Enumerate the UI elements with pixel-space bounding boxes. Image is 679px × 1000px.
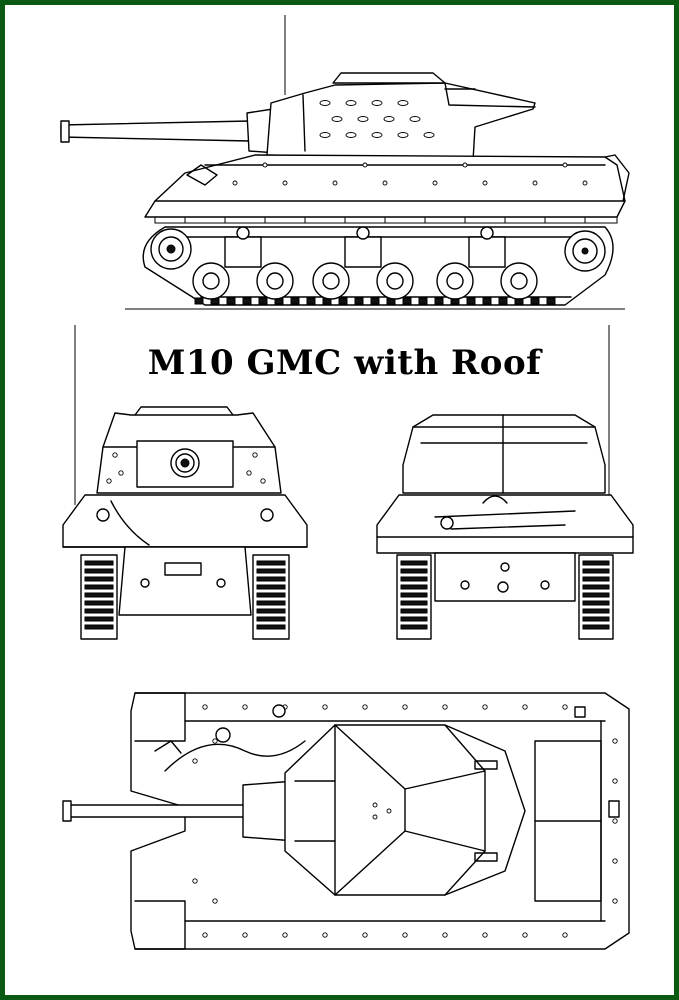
side-view xyxy=(60,15,630,310)
top-view xyxy=(62,692,630,950)
drawing-title: M10 GMC with Roof xyxy=(147,343,542,383)
front-view xyxy=(62,325,308,640)
rear-view xyxy=(376,325,634,640)
